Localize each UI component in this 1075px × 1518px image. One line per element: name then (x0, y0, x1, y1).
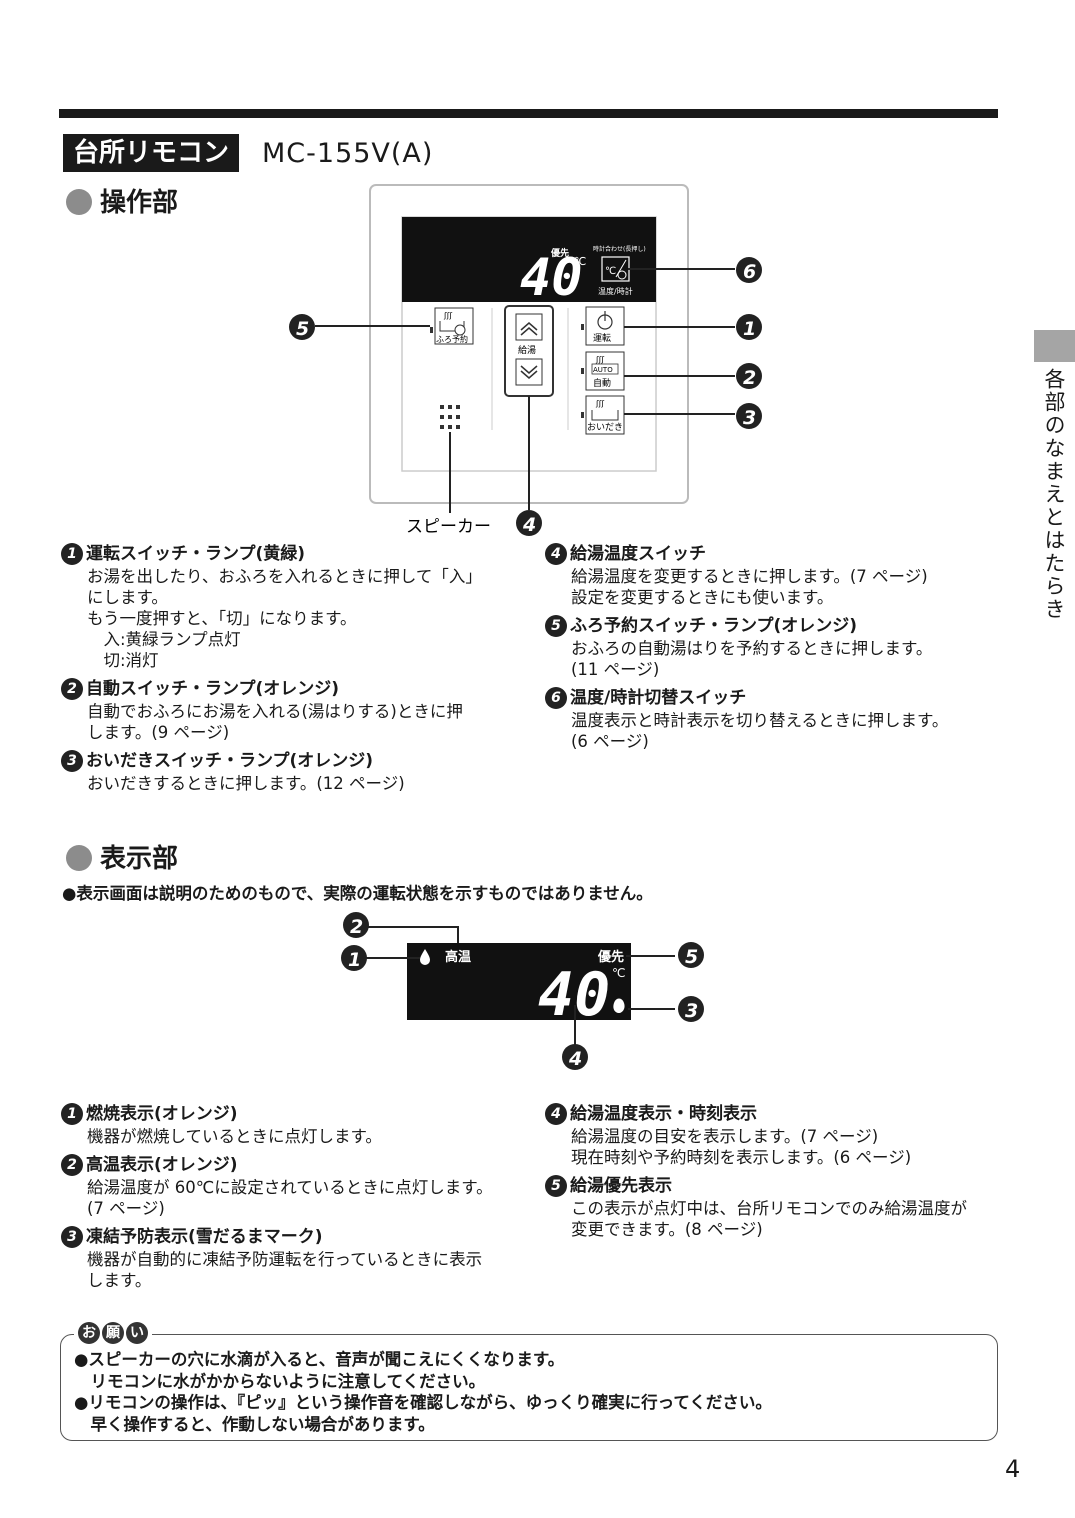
heading-dot-icon (66, 189, 92, 215)
svg-text:1: 1 (743, 318, 756, 340)
operation-heading-text: 操作部 (100, 188, 179, 218)
side-tab-marker (1034, 330, 1075, 362)
jido-label: 自動 (593, 377, 611, 389)
display-note: ●表示画面は説明のためのもので、実際の運転状態を示すものではありません。 (62, 884, 653, 903)
furo-yoyaku-button (434, 307, 474, 345)
priority-indicator: 優先 (597, 949, 624, 965)
display-heading-text: 表示部 (100, 844, 179, 874)
svg-text:ʃʃʃ: ʃʃʃ (595, 399, 604, 408)
auto-label: AUTO (593, 366, 613, 374)
temp-up-button (515, 313, 543, 341)
kyuto-label: 給湯 (518, 344, 536, 356)
notice-badge: お願い (74, 1322, 152, 1344)
temp-down-button (515, 358, 543, 386)
model-label: 台所リモコン (63, 134, 240, 172)
display-deg-unit: ℃ (612, 966, 625, 980)
remote-lcd (402, 217, 656, 302)
display-panel-diagram: 高温 優先 40 ℃ 1 2 3 4 5 (341, 912, 704, 1070)
page-number: 4 (1005, 1455, 1021, 1483)
furo-yoyaku-label: ふろ予約 (436, 334, 468, 344)
remote-temp-clock-label: 温度/時計 (598, 286, 633, 296)
svg-text:1: 1 (348, 949, 361, 971)
oidaki-label: おいだき (587, 422, 623, 433)
remote-temp-digits: 40 (520, 248, 583, 308)
unten-label: 運転 (593, 333, 611, 344)
svg-text:3: 3 (743, 407, 756, 429)
svg-text:2: 2 (350, 916, 363, 938)
svg-text:ʃʃʃ: ʃʃʃ (595, 355, 604, 364)
speaker-grille (440, 405, 460, 429)
header-rule (59, 109, 998, 118)
side-tab-label: 各部のなまえとはたらき (1042, 368, 1066, 621)
display-lcd (407, 943, 631, 1020)
remote-priority: 優先 (550, 247, 569, 259)
notice-line-1: ●スピーカーの穴に水滴が入ると、音声が聞こえにくくなります。 リモコンに水がかか… (74, 1350, 565, 1391)
notice-line-2: ●リモコンの操作は、『ピッ』という操作音を確認しながら、ゆっくり確実に行ってくだ… (74, 1393, 772, 1434)
svg-text:ʃʃʃ: ʃʃʃ (443, 311, 452, 320)
remote-clock-set: 時計合わせ(長押し) (593, 245, 646, 253)
speaker-label: スピーカー (406, 517, 491, 537)
flame-icon (420, 949, 430, 965)
display-heading: 表示部 (66, 843, 178, 875)
heading-dot-icon (66, 845, 92, 871)
svg-text:4: 4 (522, 514, 536, 536)
svg-text:5: 5 (685, 946, 698, 968)
operation-heading: 操作部 (66, 187, 178, 219)
svg-text:2: 2 (743, 367, 756, 389)
remote-deg-unit: ℃ (574, 255, 586, 268)
operation-callouts: 1 2 3 4 5 6 (289, 257, 762, 536)
notice-content: ●スピーカーの穴に水滴が入ると、音声が聞こえにくくなります。 リモコンに水がかか… (74, 1349, 989, 1435)
svg-text:4: 4 (568, 1048, 582, 1070)
model-name: MC-155V(A) (262, 138, 434, 169)
svg-text:6: 6 (743, 261, 756, 283)
remote-control-diagram: 40 ℃ 優先 時計合わせ(長押し) ℃ 温度/時計 ʃʃʃ ふろ予約 給湯 運… (289, 184, 762, 537)
snowman-icon (613, 998, 625, 1013)
high-temp-label: 高温 (445, 949, 471, 965)
notice-box (60, 1334, 998, 1441)
svg-text:3: 3 (685, 1000, 698, 1022)
display-callouts: 1 2 3 4 5 (341, 912, 704, 1070)
svg-text:℃: ℃ (605, 266, 616, 277)
svg-text:5: 5 (296, 318, 309, 340)
